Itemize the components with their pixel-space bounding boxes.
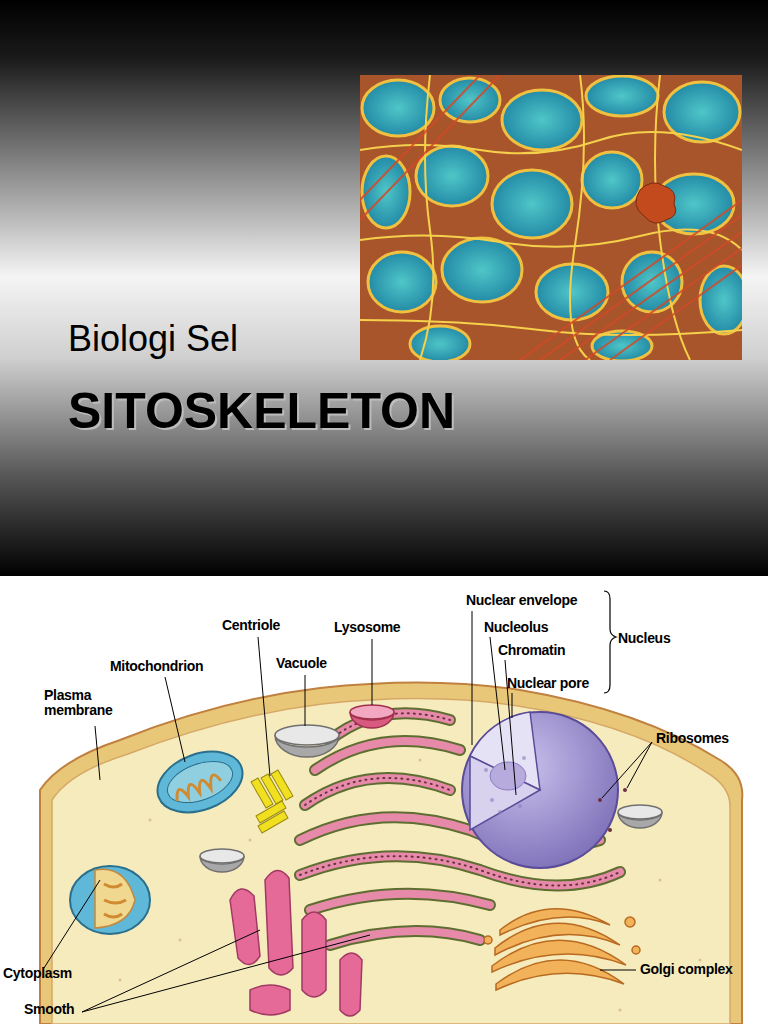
part-label: Golgi complex	[640, 962, 733, 977]
slide-background	[0, 0, 768, 576]
ribosome-dots	[598, 788, 627, 832]
smooth-er	[230, 870, 362, 1016]
micrograph	[360, 75, 742, 360]
lysosome	[350, 705, 394, 728]
part-label: Cytoplasm	[3, 966, 72, 981]
part-label: Lysosome	[334, 620, 400, 635]
centriole	[251, 770, 293, 833]
nucleus	[462, 712, 618, 868]
cell-illustration	[40, 682, 742, 1024]
subtitle: Biologi Sel	[68, 318, 238, 360]
part-label: Nuclear envelope	[466, 593, 577, 608]
vacuole	[200, 725, 662, 872]
slide-title: SITOSKELETON	[68, 382, 455, 440]
part-label: Nuclear pore	[507, 676, 589, 691]
part-label: Smooth	[24, 1002, 74, 1017]
mitochondrion	[70, 741, 251, 934]
part-label: Centriole	[222, 618, 280, 633]
golgi-complex	[484, 909, 640, 990]
part-label: Chromatin	[498, 643, 565, 658]
part-label: Mitochondrion	[110, 659, 203, 674]
part-label: Vacuole	[276, 656, 327, 671]
part-label: Ribosomes	[656, 731, 729, 746]
leader-lines	[44, 591, 652, 1012]
part-label: Nucleolus	[484, 620, 548, 635]
group-label: Nucleus	[618, 631, 670, 646]
part-label: Plasma membrane	[44, 688, 128, 719]
